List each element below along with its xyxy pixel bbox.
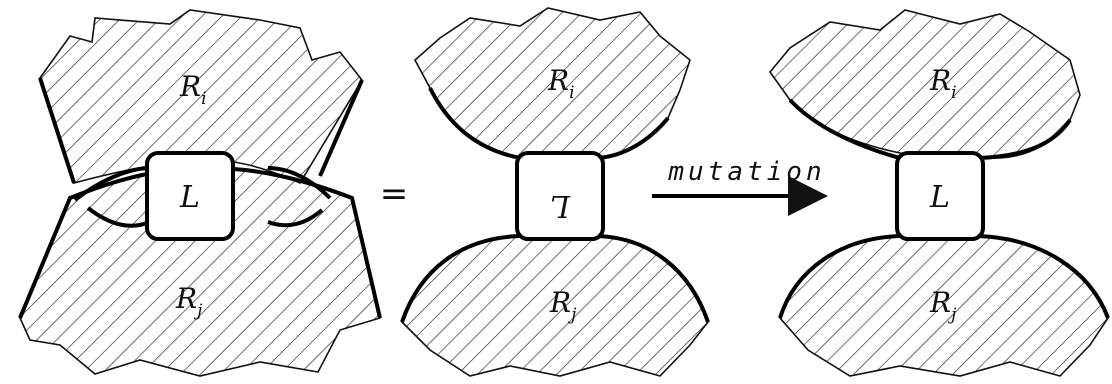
panel-1: L Ri Rj	[18, 9, 382, 377]
region-bottom-label: Rj	[549, 286, 577, 325]
boundary-top-left	[38, 77, 76, 184]
boundary-top-right	[318, 79, 364, 177]
region-top-shape	[768, 9, 1081, 159]
region-top-label: Ri	[547, 64, 575, 103]
tangle-box	[145, 151, 235, 241]
strand-upper	[73, 166, 332, 202]
region-top-label: Ri	[179, 70, 207, 109]
mutation-label: mutation	[667, 157, 825, 187]
tangle-label: L	[929, 180, 950, 215]
tangle-label-rotated: L	[550, 188, 571, 223]
tangle-box	[895, 151, 985, 241]
boundary-bottom	[778, 234, 1110, 319]
panel-3: L Ri Rj	[768, 9, 1110, 377]
equals-sign: =	[380, 174, 409, 214]
strand-lower	[86, 206, 324, 228]
boundary-top	[788, 98, 1072, 160]
boundary-top	[428, 87, 670, 160]
tangle-label: L	[179, 180, 200, 215]
panel-2: L Ri Rj	[400, 7, 710, 377]
region-top-label: Ri	[929, 64, 957, 103]
region-bottom-label: Rj	[175, 282, 203, 321]
tangle-box	[515, 151, 605, 241]
region-bottom-label: Rj	[929, 286, 957, 325]
boundary-bottom	[400, 234, 710, 323]
